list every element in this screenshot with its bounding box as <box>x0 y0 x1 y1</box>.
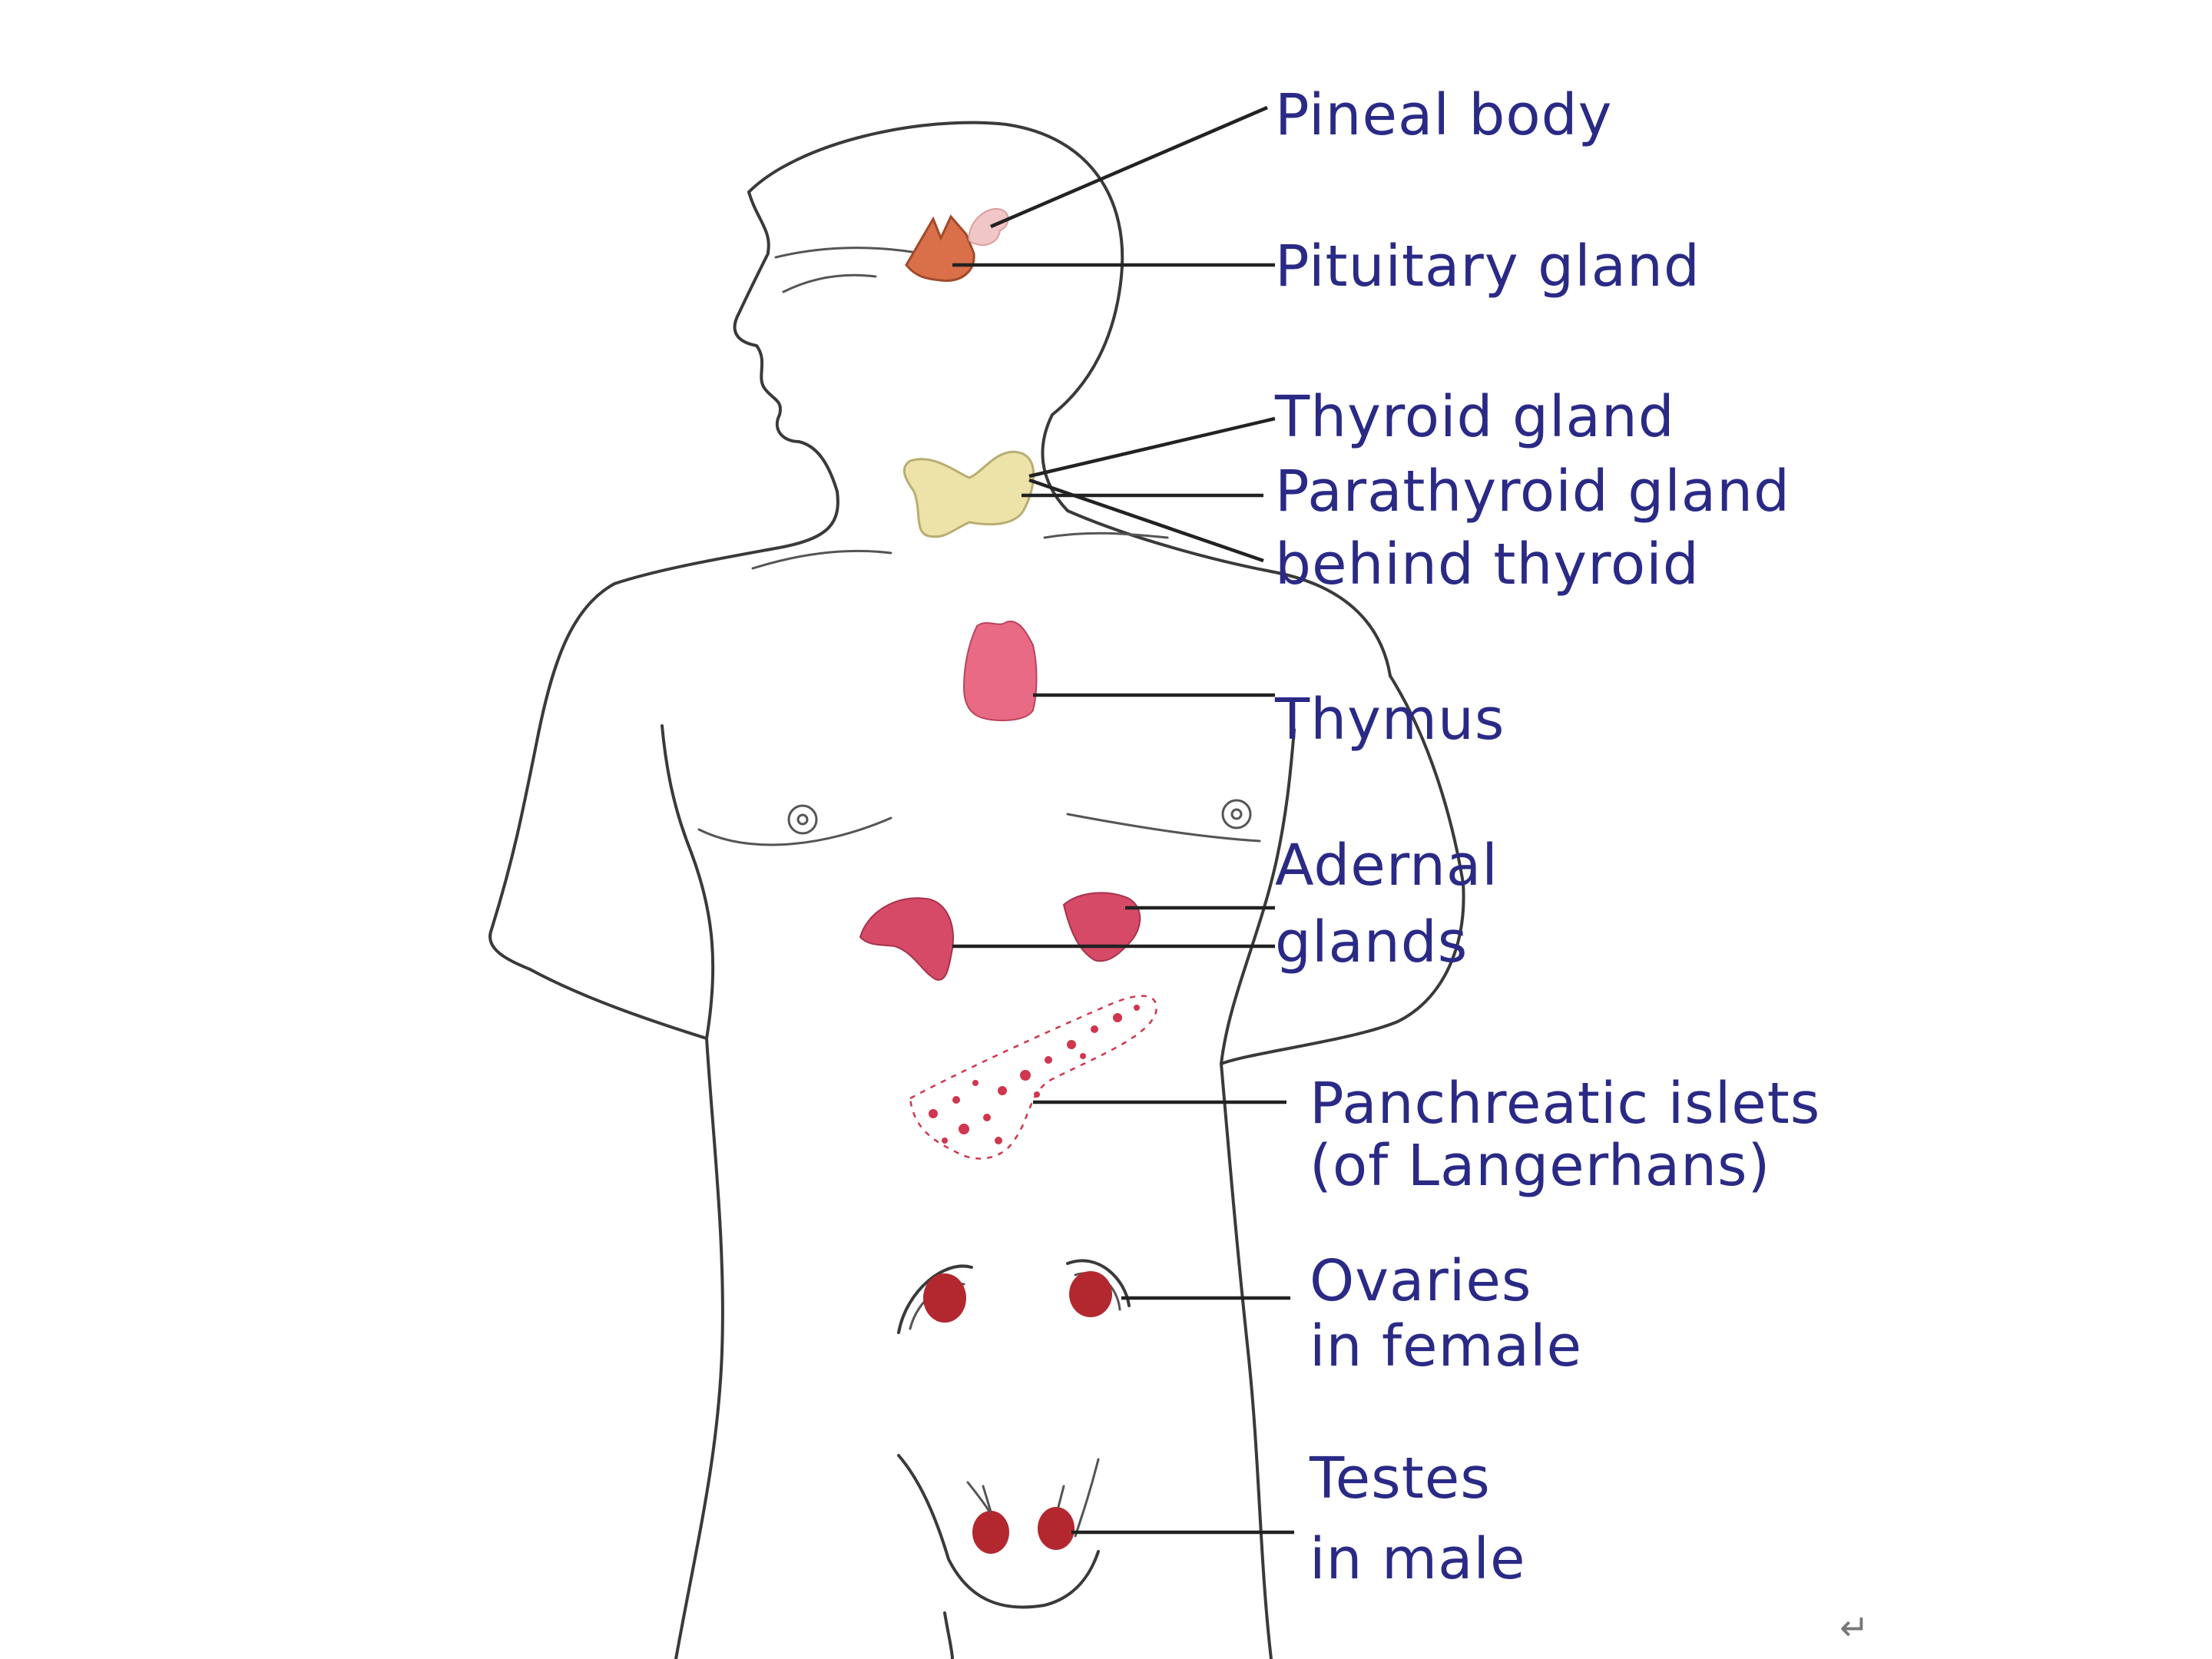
pineal-body-shape <box>969 209 1008 245</box>
label-adrenal-1: Adernal <box>1275 833 1498 899</box>
label-testes-2: in male <box>1310 1526 1526 1592</box>
leader-parathyroid-behind <box>1029 480 1263 561</box>
label-testes-1: Testes <box>1309 1445 1491 1512</box>
pituitary-gland-shape <box>906 217 974 280</box>
label-pituitary-gland: Pituitary gland <box>1275 233 1700 300</box>
labels: Pineal body Pituitary gland Thyroid glan… <box>1274 82 1869 1648</box>
label-parathyroid-behind: behind thyroid <box>1275 531 1700 598</box>
leader-pineal <box>991 108 1267 227</box>
label-thyroid-gland: Thyroid gland <box>1274 384 1675 450</box>
return-mark: ↵ <box>1839 1607 1869 1648</box>
label-ovaries-2: in female <box>1310 1313 1582 1379</box>
ovary-left-shape <box>923 1273 966 1323</box>
label-adrenal-2: glands <box>1275 909 1468 975</box>
testis-right-shape <box>1038 1507 1075 1550</box>
label-ovaries-1: Ovaries <box>1310 1248 1532 1314</box>
pancreatic-islet-dots <box>929 1005 1140 1144</box>
label-thymus: Thymus <box>1274 687 1505 753</box>
leader-thyroid <box>1029 419 1275 476</box>
ovary-right-shape <box>1069 1271 1112 1317</box>
label-parathyroid-gland: Parathyroid gland <box>1275 459 1790 525</box>
thyroid-gland-shape <box>904 452 1033 537</box>
adrenal-gland-left-shape <box>860 898 953 980</box>
label-pancreas-1: Panchreatic islets <box>1310 1071 1820 1137</box>
adrenal-gland-right-shape <box>1064 892 1140 961</box>
label-pancreas-2: (of Langerhans) <box>1310 1133 1770 1199</box>
label-pineal-body: Pineal body <box>1275 82 1612 148</box>
glands <box>860 209 1157 1554</box>
leader-lines <box>952 108 1294 1532</box>
thymus-shape <box>964 621 1037 720</box>
testis-left-shape <box>972 1511 1009 1554</box>
